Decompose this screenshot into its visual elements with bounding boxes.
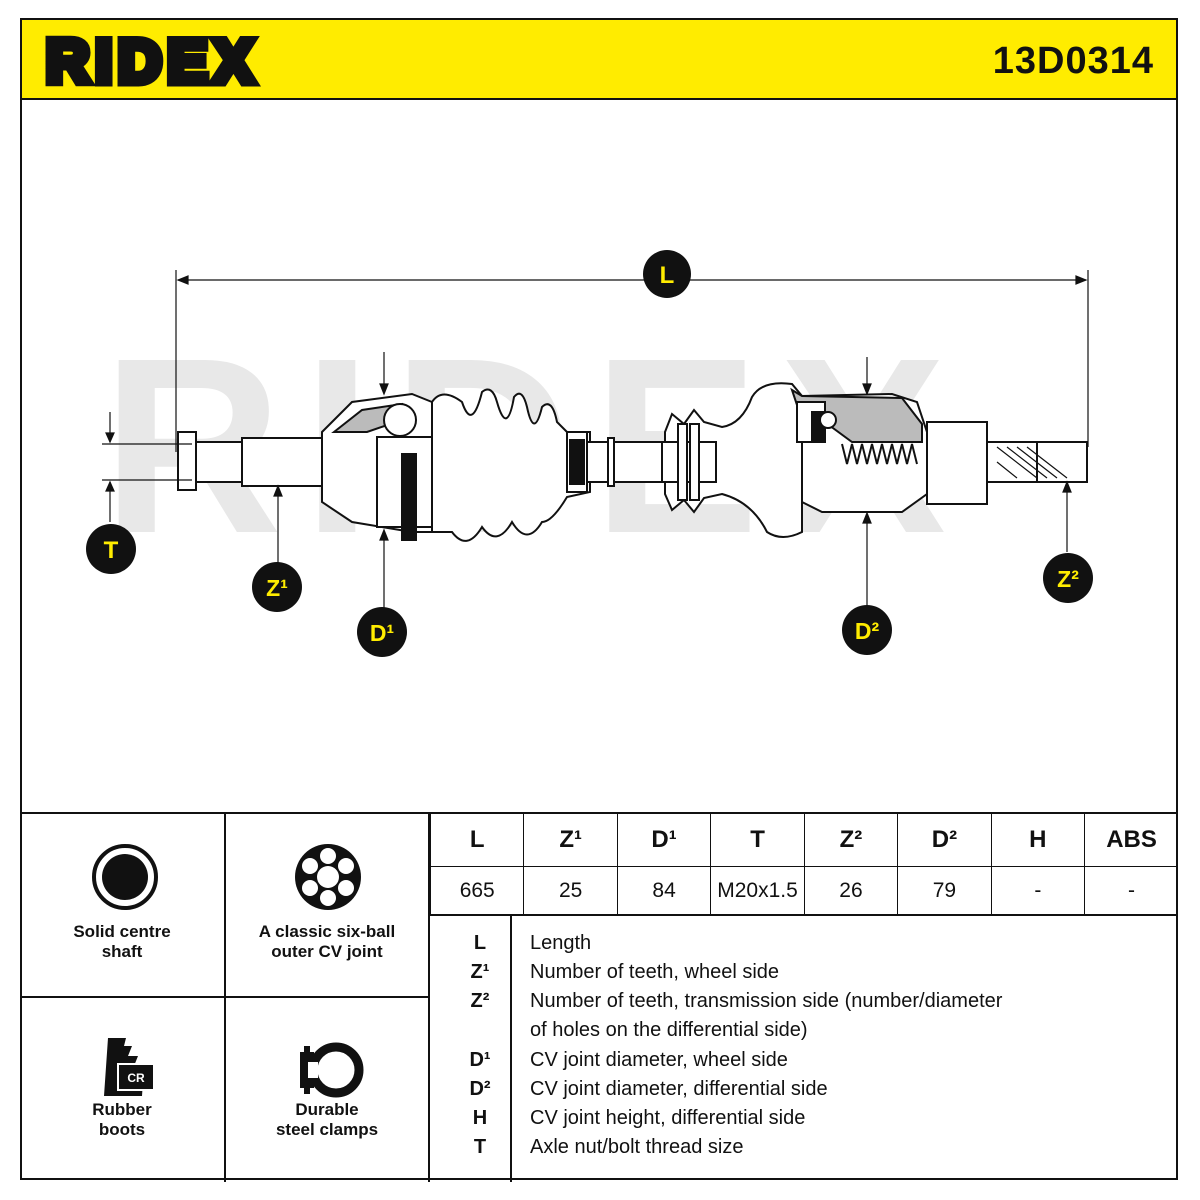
legend-symbol: H bbox=[472, 1107, 488, 1129]
legend-text: CV joint diameter, wheel side bbox=[530, 1049, 788, 1071]
spec-value-row: 665 25 84 M20x1.5 26 79 - - bbox=[429, 866, 1178, 916]
legend-row: D¹ CV joint diameter, wheel side bbox=[430, 1049, 1178, 1078]
z1-leader bbox=[273, 484, 283, 564]
spec-header-cell: D² bbox=[897, 814, 992, 867]
length-dimension bbox=[175, 270, 1089, 452]
bottom-section: Solid centre shaft A classic six-ball ou… bbox=[20, 812, 1178, 1182]
legend-row: Z² Number of teeth, transmission side (n… bbox=[430, 990, 1178, 1019]
legend-text: CV joint height, differential side bbox=[530, 1107, 806, 1129]
boot-badge-text: CR bbox=[127, 1071, 145, 1085]
drive-shaft-drawing: RIDEX bbox=[22, 102, 1176, 812]
d1-leader bbox=[379, 352, 389, 610]
spec-value-cell: 25 bbox=[523, 866, 618, 916]
legend-row: H CV joint height, differential side bbox=[430, 1107, 1178, 1136]
legend-text: Number of teeth, transmission side (numb… bbox=[530, 990, 1003, 1012]
callout-z2: Z² bbox=[1043, 553, 1093, 603]
legend-row: L Length bbox=[430, 932, 1178, 961]
feature-steel-clamps: Durable steel clamps bbox=[226, 998, 430, 1182]
legend-row: T Axle nut/bolt thread size bbox=[430, 1136, 1178, 1165]
legend-symbol: L bbox=[473, 932, 487, 954]
legend-divider bbox=[510, 916, 512, 1182]
feature-solid-shaft-label: Solid centre shaft bbox=[73, 922, 171, 961]
d2-leader bbox=[862, 357, 872, 610]
legend-symbol: T bbox=[473, 1136, 487, 1158]
spec-value-cell: 79 bbox=[897, 866, 992, 916]
callout-l-text: L bbox=[660, 262, 675, 289]
callout-l: L bbox=[643, 250, 691, 298]
callout-t-text: T bbox=[104, 537, 119, 564]
spec-value-cell: M20x1.5 bbox=[710, 866, 805, 916]
shaft-line-art bbox=[177, 382, 1088, 542]
spec-header-cell: Z² bbox=[803, 814, 899, 867]
callout-d1-text: D¹ bbox=[370, 620, 394, 646]
rubber-boot-cr-icon: CR bbox=[104, 1038, 155, 1096]
legend-symbol: Z² bbox=[470, 990, 490, 1012]
feature-rubber-boots: CR Rubber boots bbox=[20, 998, 226, 1182]
legend-symbol: Z¹ bbox=[470, 961, 490, 983]
legend-symbol: D¹ bbox=[469, 1049, 491, 1071]
spec-table: L Z¹ D¹ T Z² D² H ABS 665 25 84 M20x1.5 … bbox=[429, 814, 1178, 916]
z2-leader bbox=[1062, 480, 1072, 552]
feature-steel-clamps-label: Durable steel clamps bbox=[275, 1100, 379, 1139]
spec-value-cell: - bbox=[990, 866, 1086, 916]
callout-z1-text: Z¹ bbox=[266, 575, 288, 601]
six-ball-joint-icon bbox=[295, 844, 361, 910]
callout-d2-text: D² bbox=[855, 618, 880, 644]
feature-six-ball-joint: A classic six-ball outer CV joint bbox=[226, 814, 430, 998]
spec-table-wrap: L Z¹ D¹ T Z² D² H ABS 665 25 84 M20x1.5 … bbox=[429, 814, 1178, 916]
legend-text: Length bbox=[530, 932, 592, 954]
spec-header-cell: D¹ bbox=[616, 814, 712, 867]
feature-solid-shaft: Solid centre shaft bbox=[20, 814, 226, 998]
brand-logo-text: RIDEX bbox=[46, 28, 259, 95]
spec-header-cell: T bbox=[710, 814, 805, 867]
callout-t: T bbox=[86, 524, 136, 574]
legend-text: CV joint diameter, differential side bbox=[530, 1078, 828, 1100]
spec-header-cell: H bbox=[990, 814, 1086, 867]
legend-row: D² CV joint diameter, differential side bbox=[430, 1078, 1178, 1107]
spec-value-cell: 26 bbox=[803, 866, 899, 916]
callout-z2-text: Z² bbox=[1057, 566, 1079, 592]
drive-shaft-svg: RIDEX bbox=[86, 250, 1093, 657]
spec-value-cell: 84 bbox=[616, 866, 712, 916]
legend-symbol: D² bbox=[469, 1078, 491, 1100]
spec-header-cell: Z¹ bbox=[523, 814, 618, 867]
steel-clamp-icon bbox=[300, 1042, 364, 1098]
feature-six-ball-joint-label: A classic six-ball outer CV joint bbox=[258, 922, 396, 961]
spec-value-cell: 665 bbox=[429, 866, 525, 916]
dimension-legend: L Length Z¹ Number of teeth, wheel side … bbox=[430, 914, 1178, 1182]
header-bar: RIDEX 13D0314 bbox=[20, 18, 1178, 100]
brand-logo: RIDEX bbox=[44, 24, 259, 96]
solid-shaft-icon bbox=[92, 844, 158, 910]
callout-z1: Z¹ bbox=[252, 562, 302, 612]
spec-value-cell: - bbox=[1084, 866, 1178, 916]
spec-header-row: L Z¹ D¹ T Z² D² H ABS bbox=[429, 814, 1178, 867]
legend-row: of holes on the differential side) bbox=[430, 1019, 1178, 1048]
thread-dimension bbox=[102, 412, 192, 522]
spec-header-cell: ABS bbox=[1084, 814, 1178, 867]
feature-rubber-boots-label: Rubber boots bbox=[92, 1100, 152, 1139]
part-number: 13D0314 bbox=[992, 40, 1154, 82]
legend-text: Axle nut/bolt thread size bbox=[530, 1136, 744, 1158]
legend-row: Z¹ Number of teeth, wheel side bbox=[430, 961, 1178, 990]
legend-text: of holes on the differential side) bbox=[530, 1019, 808, 1041]
spec-header-cell: L bbox=[429, 814, 525, 867]
callout-d1: D¹ bbox=[357, 607, 407, 657]
legend-text: Number of teeth, wheel side bbox=[530, 961, 780, 983]
callout-d2: D² bbox=[842, 605, 892, 655]
